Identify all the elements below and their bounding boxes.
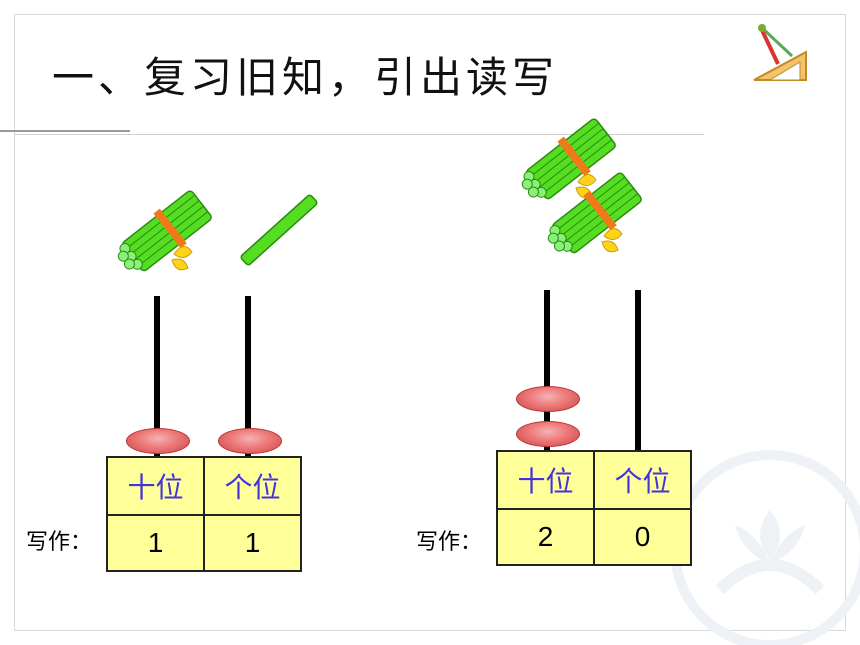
tens-rod-right	[544, 290, 550, 454]
ones-value-left: 1	[203, 514, 302, 572]
ones-value-right: 0	[593, 508, 692, 566]
ones-rod-right	[635, 290, 641, 454]
bead-tens-right-2	[516, 421, 580, 447]
tens-rod-left	[154, 296, 160, 456]
bead-tens-left-1	[126, 428, 190, 454]
bead-ones-left-1	[218, 428, 282, 454]
bundle-of-ten-sticks-icon	[547, 172, 642, 254]
title-rule	[14, 134, 704, 135]
tens-header-left: 十位	[106, 456, 205, 516]
slide-title: 一、复习旧知，引出读写	[52, 53, 559, 102]
ones-header-left: 个位	[203, 456, 302, 516]
bead-tens-right-1	[516, 386, 580, 412]
tens-header-right: 十位	[496, 450, 595, 510]
write-label-right: 写作：	[416, 530, 483, 555]
tens-value-left: 1	[106, 514, 205, 572]
ones-header-right: 个位	[593, 450, 692, 510]
bundle-of-ten-sticks-icon	[117, 190, 212, 272]
single-stick-icon	[240, 194, 318, 266]
write-label-left: 写作：	[26, 530, 93, 555]
slide-frame	[14, 14, 846, 631]
place-value-table-right: 十位 个位 2 0	[496, 450, 692, 566]
tens-value-right: 2	[496, 508, 595, 566]
title-rule-accent	[0, 130, 130, 132]
place-value-table-left: 十位 个位 1 1	[106, 456, 302, 572]
ruler-compass-logo-icon	[753, 24, 807, 81]
bundle-of-ten-sticks-icon	[521, 118, 616, 200]
ones-rod-left	[245, 296, 251, 456]
